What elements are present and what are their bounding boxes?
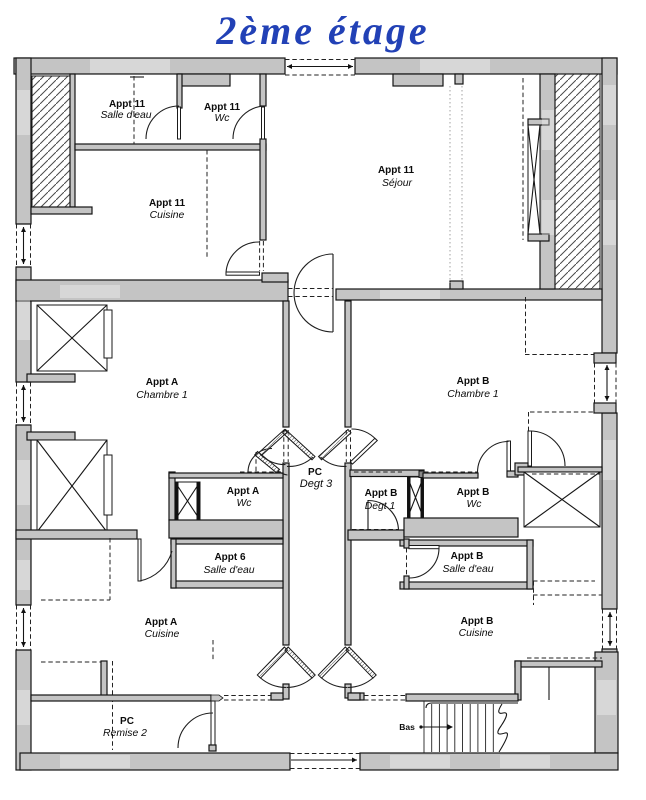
svg-text:Cuisine: Cuisine — [459, 628, 494, 639]
svg-text:Wc: Wc — [236, 498, 252, 509]
svg-text:Appt A: Appt A — [145, 617, 177, 628]
svg-text:Appt A: Appt A — [146, 377, 178, 388]
svg-text:Chambre 1: Chambre 1 — [447, 389, 498, 400]
svg-text:Degt 3: Degt 3 — [300, 478, 333, 490]
svg-text:Appt B: Appt B — [461, 616, 494, 627]
svg-text:Degt 1: Degt 1 — [365, 501, 396, 512]
svg-text:Cuisine: Cuisine — [150, 210, 185, 221]
svg-text:PC: PC — [120, 716, 134, 727]
svg-text:Bas: Bas — [399, 722, 415, 732]
svg-text:Appt B: Appt B — [365, 488, 398, 499]
svg-text:Appt A: Appt A — [227, 486, 259, 497]
svg-text:Salle d'eau: Salle d'eau — [203, 565, 254, 576]
svg-text:2ème étage: 2ème étage — [215, 8, 429, 53]
svg-text:Chambre 1: Chambre 1 — [136, 390, 187, 401]
svg-text:Appt B: Appt B — [457, 487, 490, 498]
svg-text:Wc: Wc — [214, 113, 230, 124]
svg-text:Appt 6: Appt 6 — [214, 552, 246, 563]
svg-text:Cuisine: Cuisine — [145, 629, 180, 640]
svg-text:Wc: Wc — [466, 499, 482, 510]
svg-text:Appt B: Appt B — [457, 376, 490, 387]
svg-text:Appt 11: Appt 11 — [109, 99, 146, 110]
svg-text:Appt B: Appt B — [451, 551, 484, 562]
svg-text:Appt 11: Appt 11 — [378, 165, 415, 176]
svg-text:Séjour: Séjour — [382, 178, 413, 189]
svg-text:Salle d'eau: Salle d'eau — [100, 110, 151, 121]
svg-text:Remise 2: Remise 2 — [103, 728, 147, 739]
svg-text:Salle d'eau: Salle d'eau — [442, 564, 493, 575]
svg-text:Appt 11: Appt 11 — [149, 198, 186, 209]
svg-text:Appt 11: Appt 11 — [204, 102, 241, 113]
svg-text:PC: PC — [308, 467, 322, 478]
